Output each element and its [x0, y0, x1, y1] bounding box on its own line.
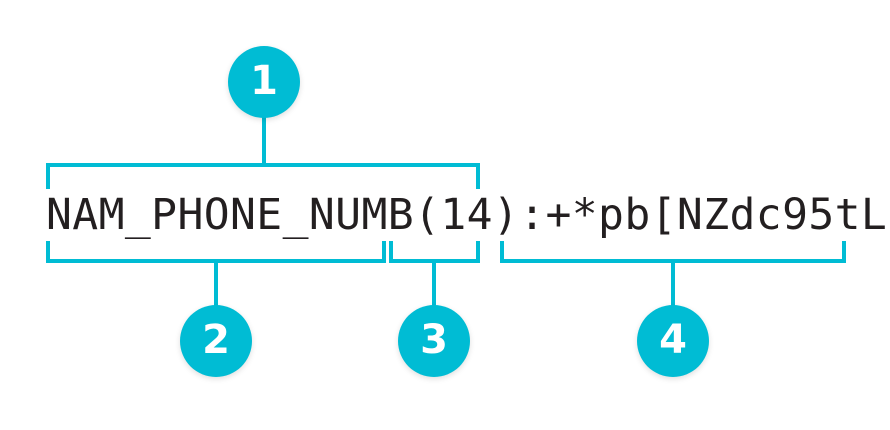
bracket-bottom-value — [500, 241, 846, 263]
bracket-bottom-field-name — [46, 241, 386, 263]
code-string: NAM_PHONE_NUMB(14):+*pb[NZdc95tLB — [46, 186, 890, 244]
callout-badge-4[interactable]: 4 — [637, 305, 709, 377]
bracket-bottom-length — [389, 241, 480, 263]
callout-1-stem — [262, 116, 266, 165]
callout-4-stem — [671, 261, 675, 309]
callout-3-stem — [432, 261, 436, 309]
callout-badge-1-label: 1 — [250, 58, 278, 104]
bracket-top-field-and-length — [46, 163, 480, 189]
callout-badge-2[interactable]: 2 — [180, 305, 252, 377]
callout-badge-3[interactable]: 3 — [398, 305, 470, 377]
callout-badge-1[interactable]: 1 — [228, 46, 300, 118]
callout-badge-4-label: 4 — [659, 317, 687, 363]
callout-2-stem — [214, 261, 218, 309]
callout-badge-2-label: 2 — [202, 317, 230, 363]
callout-badge-3-label: 3 — [420, 317, 448, 363]
code-string-text: NAM_PHONE_NUMB(14):+*pb[NZdc95tLB — [46, 190, 890, 240]
